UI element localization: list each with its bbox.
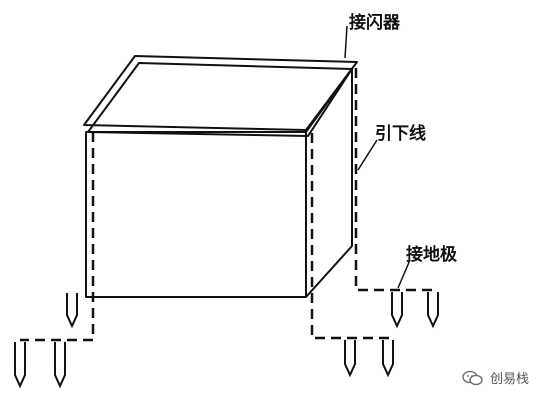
ground-rod bbox=[14, 342, 26, 389]
arrester-leader bbox=[344, 25, 348, 59]
roof-arrester bbox=[83, 55, 358, 137]
ground-rod bbox=[344, 340, 356, 378]
wechat-icon bbox=[462, 370, 483, 385]
down-conductor-leader bbox=[357, 139, 378, 171]
ground-rod bbox=[382, 340, 394, 378]
watermark-text: 创易栈 bbox=[490, 372, 530, 387]
label-down-conductor: 引下线 bbox=[375, 124, 426, 144]
ground-rod bbox=[66, 293, 78, 329]
down-conductor-front-right bbox=[310, 133, 390, 340]
ground-rod bbox=[54, 342, 66, 389]
building-side-face bbox=[305, 68, 353, 298]
ground-rod bbox=[391, 292, 403, 329]
label-grounding-electrode: 接地极 bbox=[406, 245, 457, 265]
label-lightning-arrester: 接闪器 bbox=[349, 13, 400, 33]
down-conductor-back-right bbox=[354, 68, 434, 292]
building-front-face bbox=[85, 131, 307, 298]
grounding-leader bbox=[397, 259, 411, 289]
ground-rod bbox=[427, 292, 439, 329]
down-conductor-left bbox=[20, 132, 95, 342]
watermark: 创易栈 bbox=[462, 368, 529, 387]
